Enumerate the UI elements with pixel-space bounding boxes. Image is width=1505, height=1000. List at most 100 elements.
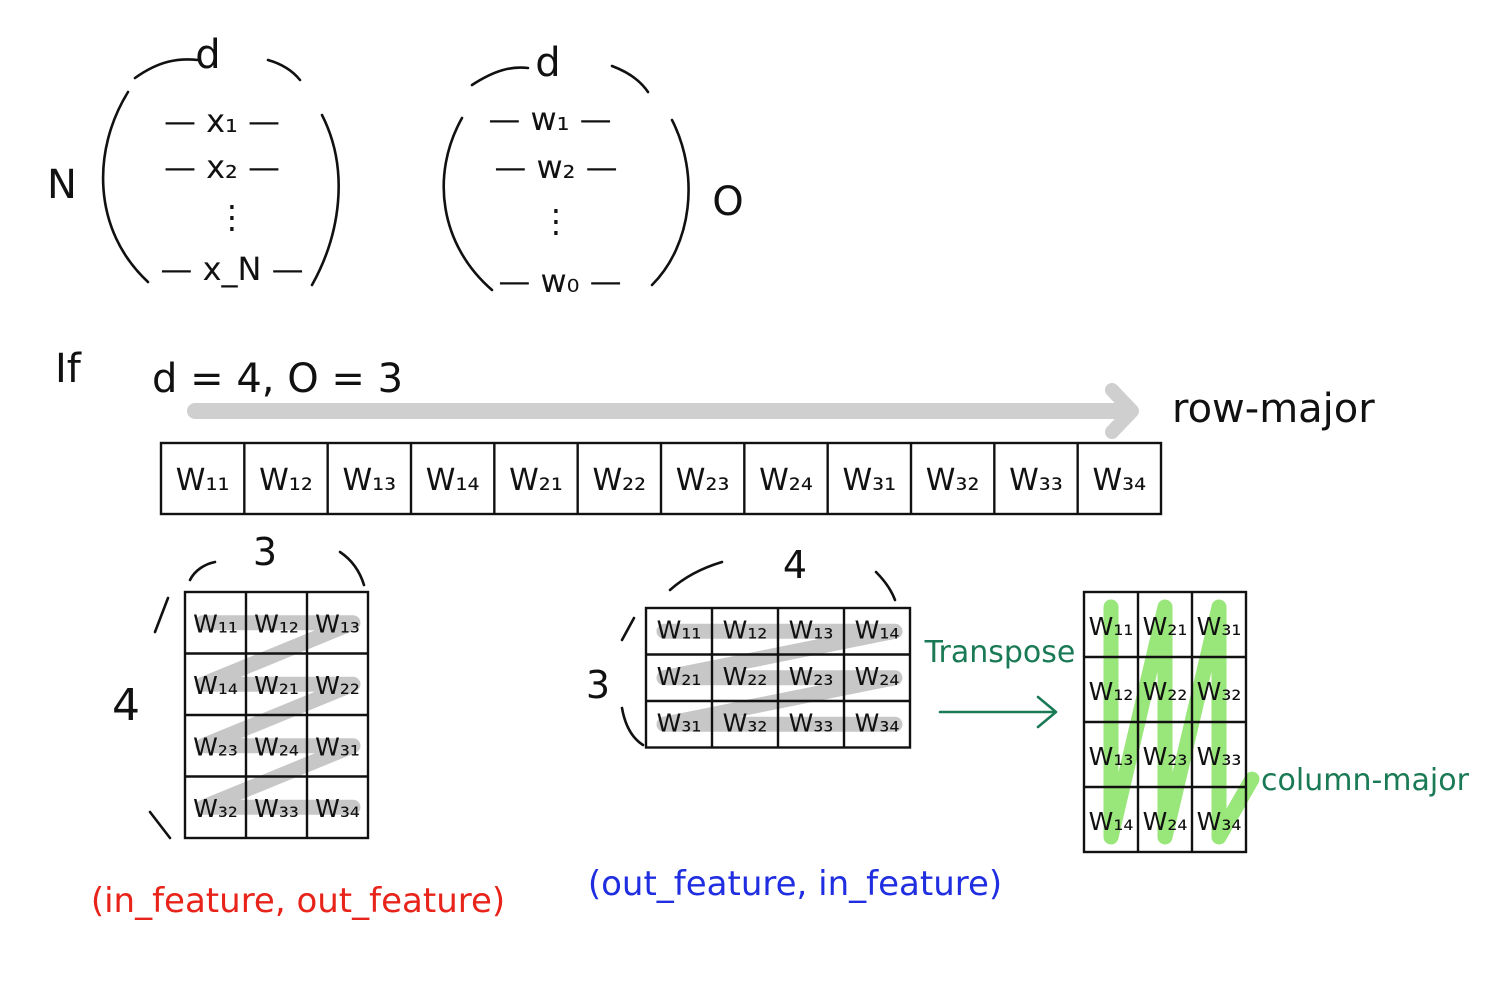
column-major-matrix: W₁₁ W₂₁ W₃₁ W₁₂ W₂₂ W₃₂ W₁₃ W₂₃ W₃₃ W₁₄ W₂₄ W₃₄ col… (1082, 590, 1470, 854)
x-row-2: — x₂ — (164, 148, 280, 186)
x-dim-left-label: N (47, 162, 77, 208)
w-right-bracket (650, 118, 690, 287)
outin-cell: W₂₂ (723, 662, 768, 691)
row-major-cell: W₃₃ (1009, 463, 1063, 498)
w-dim-top-brace-left (470, 66, 530, 87)
inout-cell: W₃₃ (254, 794, 299, 823)
row-major-cell: W₂₁ (509, 463, 563, 498)
colmajor-cell: W₃₂ (1197, 677, 1242, 706)
inout-cell: W₁₃ (315, 610, 360, 639)
inout-cell: W₁₂ (254, 610, 299, 639)
out-in-cols-brace-left (668, 560, 724, 592)
colmajor-cell: W₃₄ (1197, 807, 1242, 836)
row-major-label: row-major (1172, 386, 1375, 432)
outin-cell: W₃₁ (657, 709, 702, 738)
in-out-rows-brace-bottom (148, 810, 172, 840)
in-out-cols-brace-right (338, 550, 366, 587)
row-major-cell: W₁₁ (176, 463, 230, 498)
colmajor-cell: W₃₃ (1197, 742, 1242, 771)
in-out-grid (183, 590, 370, 840)
outin-cell: W₂₃ (789, 662, 834, 691)
x-matrix: d N — x₁ — — x₂ — ⋮ — x_N — (47, 32, 340, 288)
outin-cell: W₂₁ (657, 662, 702, 691)
out-in-cols-label: 4 (783, 543, 807, 587)
x-dim-top-brace-right (266, 58, 302, 82)
row-major-cell: W₃₁ (842, 463, 896, 498)
inout-cell: W₂₃ (193, 733, 238, 762)
out-in-rows-brace-bottom (620, 706, 645, 747)
inout-cell: W₃₄ (315, 794, 360, 823)
column-major-zigzag (1103, 599, 1260, 845)
column-major-cells: W₁₁ W₂₁ W₃₁ W₁₂ W₂₂ W₃₂ W₁₃ W₂₃ W₃₃ W₁₄ W₂₄ W₃₄ (1089, 612, 1242, 836)
row-major-arrow-head (1105, 383, 1139, 439)
colmajor-cell: W₂₁ (1143, 612, 1188, 641)
x-row-n: — x_N — (160, 250, 303, 288)
inout-cell: W₁₄ (193, 671, 238, 700)
colmajor-cell: W₂₃ (1143, 742, 1188, 771)
out-in-scan-path (656, 623, 903, 732)
colmajor-cell: W₁₁ (1089, 612, 1134, 641)
x-left-bracket (101, 90, 150, 284)
w-row-dots: ⋮ (540, 202, 572, 240)
outin-cell: W₁₂ (723, 616, 768, 645)
column-major-scan-path (1103, 599, 1260, 845)
row-major-cell: W₁₂ (259, 463, 313, 498)
transpose-arrow-head (1036, 695, 1058, 729)
transpose-label: Transpose (924, 635, 1076, 670)
w-dim-top-label: d (535, 40, 560, 86)
inout-cell: W₂₂ (315, 671, 360, 700)
inout-cell: W₁₁ (193, 610, 238, 639)
colmajor-cell: W₂₂ (1143, 677, 1188, 706)
outin-cell: W₃₃ (789, 709, 834, 738)
colmajor-cell: W₁₃ (1089, 742, 1134, 771)
w-dim-right-label: O (712, 179, 743, 225)
outin-cell: W₃₂ (723, 709, 768, 738)
in-out-cols-brace-left (188, 560, 217, 582)
inout-cell: W₂₁ (254, 671, 299, 700)
w-row-1: — w₁ — (488, 100, 611, 138)
in-out-rows-brace-top (153, 596, 170, 634)
inout-cell: W₂₄ (254, 733, 299, 762)
outin-cell: W₂₄ (855, 662, 900, 691)
outin-cell: W₁₄ (855, 616, 900, 645)
w-matrix: d — w₁ — — w₂ — ⋮ — w₀ — O (442, 40, 744, 300)
row-major-cell: W₁₄ (426, 463, 480, 498)
in-out-caption: (in_feature, out_feature) (91, 881, 505, 921)
condition-values: d = 4, O = 3 (152, 356, 403, 402)
inout-cell: W₃₂ (193, 794, 238, 823)
in-out-cells: W₁₁ W₁₂ W₁₃ W₁₄ W₂₁ W₂₂ W₂₃ W₂₄ W₃₁ W₃₂ W₃₃ W₃₄ (193, 610, 360, 824)
colmajor-cell: W₃₁ (1197, 612, 1242, 641)
out-in-grid (644, 606, 912, 749)
w-row-o: — w₀ — (498, 262, 621, 300)
colmajor-cell: W₁₄ (1089, 807, 1134, 836)
w-row-2: — w₂ — (494, 148, 617, 186)
row-major-cell: W₃₂ (926, 463, 980, 498)
inout-cell: W₃₁ (315, 733, 360, 762)
w-left-bracket (442, 116, 494, 292)
out-in-rows-brace-top (620, 616, 636, 642)
x-row-dots: ⋮ (216, 198, 248, 236)
out-in-caption: (out_feature, in_feature) (588, 864, 1002, 904)
x-dim-top-label: d (195, 32, 220, 78)
outin-cell: W₁₁ (657, 616, 702, 645)
column-major-label: column-major (1261, 763, 1470, 798)
column-major-grid (1082, 590, 1248, 854)
if-label: If (55, 346, 82, 392)
out-in-zigzag (656, 623, 903, 732)
row-major-cell: W₂₃ (676, 463, 730, 498)
in-out-matrix: 3 4 W₁₁ W₁₂ W₁₃ W₁₄ W₂₁ W₂₂ W₂₃ W₂₄ W₃₁ W₃₂ W₃₃ W₃₄… (91, 530, 505, 921)
in-out-cols-label: 3 (253, 530, 277, 574)
outin-cell: W₃₄ (855, 709, 900, 738)
out-in-cols-brace-right (874, 570, 897, 602)
row-major-cell: W₂₄ (759, 463, 813, 498)
colmajor-cell: W₁₂ (1089, 677, 1134, 706)
w-dim-top-brace-right (610, 64, 650, 94)
colmajor-cell: W₂₄ (1143, 807, 1188, 836)
in-out-rows-label: 4 (112, 680, 140, 731)
out-in-rows-label: 3 (586, 663, 610, 707)
